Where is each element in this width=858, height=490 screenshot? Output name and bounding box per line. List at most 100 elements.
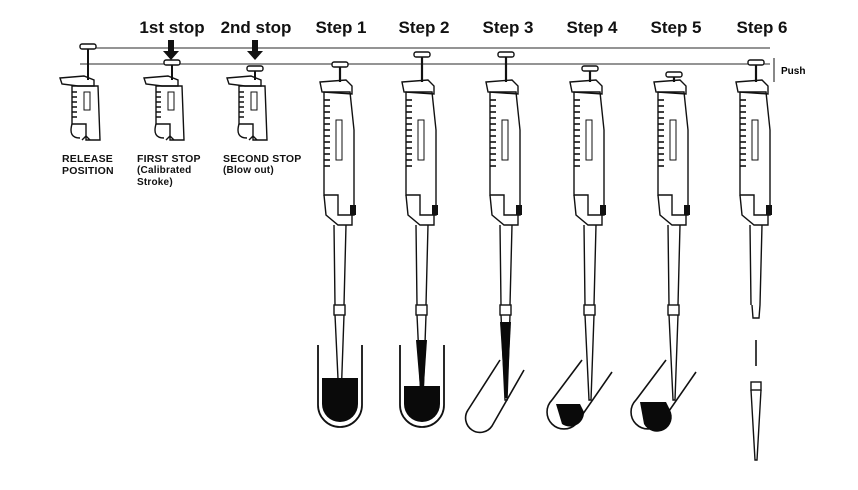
liquid-in-tip bbox=[500, 322, 511, 398]
volume-window bbox=[669, 119, 677, 161]
arrow-head bbox=[247, 51, 263, 60]
body-taper bbox=[657, 194, 687, 226]
finger-hook bbox=[401, 79, 435, 95]
shaft bbox=[499, 224, 513, 306]
tip-collar bbox=[415, 304, 428, 316]
shaft bbox=[667, 224, 681, 306]
shaft bbox=[333, 224, 347, 306]
body-taper bbox=[573, 194, 603, 226]
finger-hook bbox=[59, 75, 95, 87]
finger-hook bbox=[226, 75, 262, 87]
plunger-button bbox=[581, 65, 599, 72]
caption-line: Stroke) bbox=[137, 177, 173, 188]
plunger-button bbox=[747, 59, 765, 66]
pipette-body bbox=[657, 91, 689, 216]
shaft-end bbox=[751, 304, 761, 319]
tip-collar bbox=[499, 304, 512, 316]
pipette-body bbox=[739, 91, 771, 216]
caption-second-stop: SECOND STOP (Blow out) bbox=[223, 153, 301, 177]
pipette-body bbox=[323, 91, 355, 216]
finger-hook bbox=[653, 79, 687, 95]
pipette-large bbox=[485, 51, 522, 401]
pipette-body bbox=[238, 85, 268, 141]
body-taper bbox=[323, 194, 353, 226]
ejector-button bbox=[600, 205, 606, 215]
volume-window bbox=[167, 91, 175, 111]
header-step-6: Step 6 bbox=[736, 18, 788, 37]
pipette-body bbox=[71, 85, 101, 141]
pipette-body bbox=[155, 85, 185, 141]
caption-line: FIRST STOP bbox=[137, 153, 201, 165]
plunger-button bbox=[79, 43, 97, 50]
liquid bbox=[556, 404, 585, 427]
finger-hook bbox=[319, 79, 353, 95]
pipette-body bbox=[573, 91, 605, 216]
header-step-2: Step 2 bbox=[398, 18, 450, 37]
plunger-button bbox=[331, 61, 349, 68]
plunger-button bbox=[413, 51, 431, 58]
ejected-tip bbox=[750, 389, 762, 461]
pipette-tip bbox=[668, 314, 679, 401]
volume-window bbox=[585, 119, 593, 161]
ejector-button bbox=[766, 205, 772, 215]
body-bottom bbox=[70, 123, 91, 141]
header-step-5: Step 5 bbox=[650, 18, 702, 37]
liquid bbox=[404, 386, 440, 422]
volume-window bbox=[417, 119, 425, 161]
pipette-large bbox=[319, 61, 356, 401]
pipette-large bbox=[735, 59, 772, 461]
caption-line: SECOND STOP bbox=[223, 153, 302, 165]
body-taper bbox=[489, 194, 519, 226]
pipette-tip bbox=[584, 314, 595, 401]
header-2nd-stop: 2nd stop bbox=[220, 18, 292, 37]
pipette-small bbox=[59, 43, 101, 141]
tip-collar bbox=[333, 304, 346, 316]
test-tube bbox=[399, 345, 445, 428]
tilted-tube bbox=[546, 359, 613, 430]
volume-window bbox=[501, 119, 509, 161]
pipette-large bbox=[653, 71, 690, 401]
tilted-tube bbox=[464, 359, 525, 434]
header-step-1: Step 1 bbox=[315, 18, 367, 37]
arrow-head bbox=[163, 51, 179, 60]
plunger-button bbox=[665, 71, 683, 78]
body-bottom bbox=[154, 123, 175, 141]
caption-line: POSITION bbox=[62, 165, 114, 177]
ejector-button bbox=[684, 205, 690, 215]
ejector-button bbox=[350, 205, 356, 215]
finger-hook bbox=[569, 79, 603, 95]
down-arrow-icon bbox=[163, 40, 179, 60]
caption-line: (Calibrated bbox=[137, 165, 192, 176]
pipette-small bbox=[226, 65, 268, 141]
liquid bbox=[640, 402, 672, 432]
caption-line: (Blow out) bbox=[223, 165, 274, 176]
shaft bbox=[415, 224, 429, 306]
shaft bbox=[749, 224, 763, 306]
caption-first-stop: FIRST STOP (Calibrated Stroke) bbox=[137, 153, 201, 189]
volume-window bbox=[83, 91, 91, 111]
plunger-button bbox=[246, 65, 264, 72]
pipette-small bbox=[143, 59, 185, 141]
plunger-button bbox=[497, 51, 515, 58]
tip-collar bbox=[583, 304, 596, 316]
finger-hook bbox=[143, 75, 179, 87]
tip-collar bbox=[667, 304, 680, 316]
pipette-body bbox=[405, 91, 437, 216]
volume-window bbox=[751, 119, 759, 161]
finger-hook bbox=[485, 79, 519, 95]
header-1st-stop: 1st stop bbox=[139, 18, 205, 37]
ejector-button bbox=[432, 205, 438, 215]
tip-collar bbox=[750, 381, 762, 391]
arrow-shaft bbox=[168, 40, 174, 52]
liquid-in-tip bbox=[416, 340, 427, 400]
pipette-large bbox=[569, 65, 606, 401]
down-arrow-icon bbox=[247, 40, 263, 60]
caption-release-position: RELEASE POSITION bbox=[62, 153, 114, 177]
caption-line: RELEASE bbox=[62, 153, 113, 165]
volume-window bbox=[250, 91, 258, 111]
pipette-body bbox=[489, 91, 521, 216]
volume-window bbox=[335, 119, 343, 161]
finger-hook bbox=[735, 79, 769, 95]
test-tube bbox=[317, 345, 363, 428]
